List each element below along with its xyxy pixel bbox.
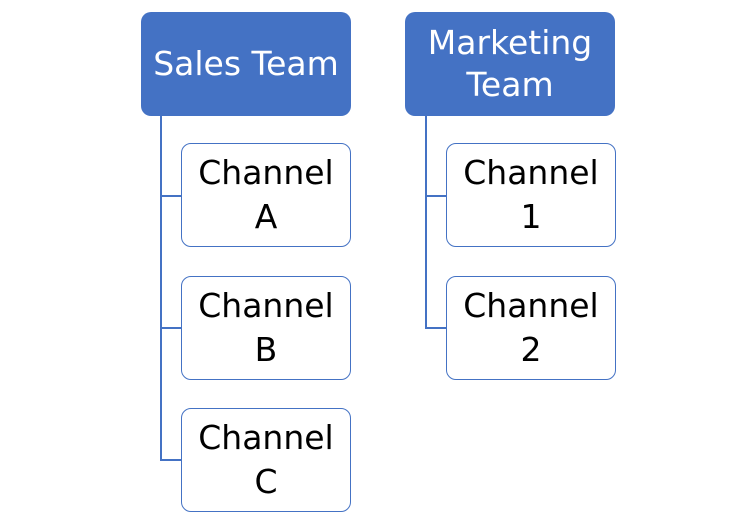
channel-a-label: Channel A [198, 153, 334, 236]
connector-sales-channel-a [160, 195, 182, 197]
connector-marketing-vertical [425, 116, 427, 328]
channel-1-label: Channel 1 [463, 153, 599, 236]
channel-c-label: Channel C [198, 418, 334, 501]
sales-team-label: Sales Team [153, 44, 339, 83]
channel-2-node: Channel 2 [446, 276, 616, 380]
connector-sales-channel-c [160, 459, 182, 461]
connector-marketing-channel-2 [425, 327, 447, 329]
connector-sales-channel-b [160, 327, 182, 329]
sales-team-node: Sales Team [141, 12, 351, 116]
marketing-team-label: Marketing Team [427, 23, 593, 104]
channel-2-label: Channel 2 [463, 286, 599, 369]
marketing-team-node: Marketing Team [405, 12, 615, 116]
channel-1-node: Channel 1 [446, 143, 616, 247]
channel-a-node: Channel A [181, 143, 351, 247]
channel-b-label: Channel B [198, 286, 334, 369]
channel-c-node: Channel C [181, 408, 351, 512]
connector-sales-vertical [160, 116, 162, 460]
connector-marketing-channel-1 [425, 195, 447, 197]
channel-b-node: Channel B [181, 276, 351, 380]
